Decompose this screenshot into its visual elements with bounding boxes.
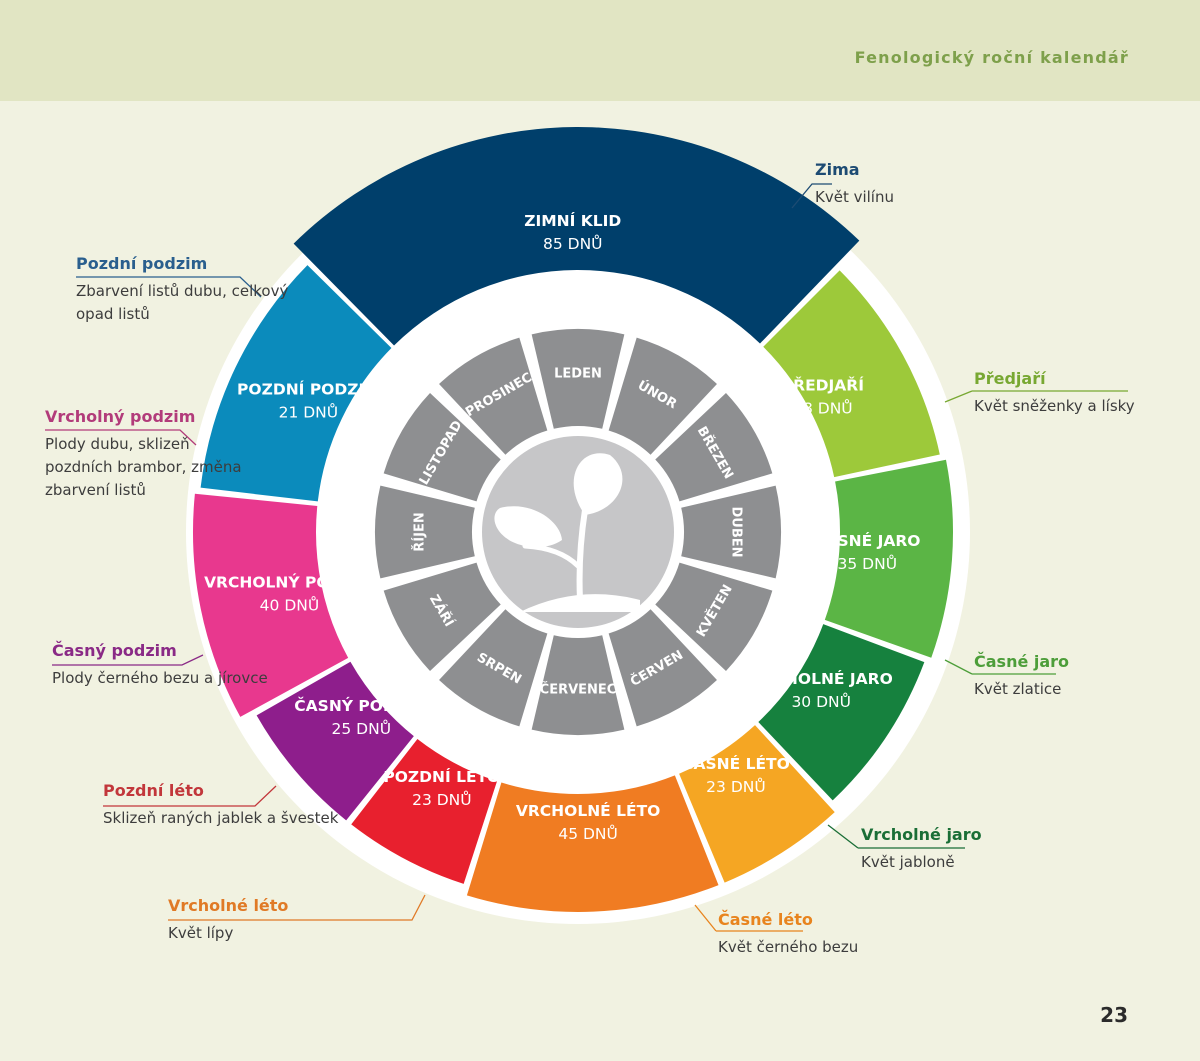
season-segment-predjari (763, 270, 940, 478)
callout-line-predjari (944, 390, 1128, 403)
month-segment (655, 393, 773, 502)
season-days-casne-jaro: 35 DNŮ (838, 554, 898, 573)
season-ring (193, 126, 953, 912)
callout-description: Zbarvení listů dubu, celkový opad listů (76, 282, 289, 323)
callout-description: Plody dubu, sklizeň pozdních brambor, zm… (45, 435, 242, 499)
season-name-vrcholne-jaro: VRCHOLNÉ JARO (750, 669, 893, 688)
callout-description: Květ lípy (168, 924, 234, 942)
callout-line-casne-jaro (944, 659, 1056, 675)
month-label: DUBEN (729, 506, 744, 557)
callout-title: Časné jaro (974, 652, 1070, 671)
season-name-casny-podzim: ČASNÝ PODZIM (294, 696, 428, 715)
callout-line-pozdni-leto (103, 785, 277, 807)
season-name-zima: ZIMNÍ KLID (524, 211, 621, 230)
callout-title: Vrcholné léto (168, 896, 289, 915)
season-name-pozdni-podzim: POZDNÍ PODZIM (237, 379, 380, 398)
callout-line-casne-leto (694, 904, 803, 932)
callout-description: Květ jabloně (861, 853, 955, 871)
season-segment-casny-podzim (256, 661, 414, 821)
hub-disc (482, 436, 674, 628)
season-days-casne-leto: 23 DNŮ (706, 777, 766, 796)
season-segment-casne-jaro (824, 459, 953, 658)
month-segment (439, 609, 548, 727)
callout-description: Květ sněženky a lísky (974, 397, 1135, 415)
month-segment (375, 485, 475, 579)
season-days-pozdni-leto: 23 DNŮ (412, 790, 472, 809)
callout-line-casny-podzim (52, 654, 204, 666)
season-name-casne-jaro: ČASNÉ JARO (814, 531, 920, 550)
season-labels: ZIMNÍ KLID 85 DNŮ PŘEDJAŘÍ 38 DNŮ ČASNÉ JARO… (204, 211, 920, 843)
season-days-vrcholne-leto: 45 DNŮ (558, 824, 618, 843)
season-name-predjari: PŘEDJAŘÍ (782, 375, 864, 394)
callout-title: Pozdní léto (103, 781, 204, 800)
season-days-pozdni-podzim: 21 DNŮ (279, 402, 339, 421)
callout-description: Plody černého bezu a jírovce (52, 669, 268, 687)
callout-description: Květ černého bezu (718, 938, 859, 956)
season-days-vrcholny-podzim: 40 DNŮ (260, 595, 320, 614)
month-segment (531, 635, 625, 735)
season-days-zima: 85 DNŮ (543, 234, 603, 253)
season-days-predjari: 38 DNŮ (793, 398, 853, 417)
callout-title: Časné léto (718, 910, 813, 929)
callout-title: Pozdní podzim (76, 254, 208, 273)
season-segment-pozdni-podzim (200, 265, 392, 502)
callout-line-vrcholny-podzim (45, 429, 197, 446)
month-segment (383, 562, 501, 671)
callout-line-pozdni-podzim (76, 276, 262, 298)
month-segment (608, 609, 717, 727)
season-days-casny-podzim: 25 DNŮ (332, 719, 392, 738)
month-label: ŘÍJEN (412, 512, 428, 551)
month-segment (383, 393, 501, 502)
callout-title: Vrcholný podzim (45, 407, 196, 426)
season-segment-zima (293, 126, 860, 346)
callout-title: Vrcholné jaro (861, 825, 982, 844)
season-name-pozdni-leto: POZDNÍ LÉTO (383, 767, 500, 786)
season-segment-vrcholny-podzim (193, 493, 349, 717)
header-band (0, 0, 1200, 101)
month-segment (681, 485, 782, 579)
callout-line-zima (791, 183, 832, 209)
callout-description: Květ vilínu (815, 188, 894, 206)
callout-description: Květ zlatice (974, 680, 1062, 698)
month-segment (439, 337, 548, 455)
season-name-vrcholny-podzim: VRCHOLNÝ PODZIM (204, 572, 375, 591)
sprout-leaves-icon (494, 453, 640, 612)
month-label: ČERVENEC (540, 682, 617, 698)
month-segment (655, 562, 773, 671)
season-segment-casne-leto (679, 725, 835, 883)
season-segment-vrcholne-jaro (758, 624, 925, 801)
callout-title: Předjaří (974, 369, 1046, 388)
callout-description: Sklizeň raných jablek a švestek (103, 809, 339, 827)
season-name-casne-leto: ČASNÉ LÉTO (682, 754, 790, 773)
page-header-title: Fenologický roční kalendář (854, 48, 1129, 67)
month-segment (608, 337, 717, 455)
month-segment (531, 329, 625, 429)
callout-line-vrcholne-jaro (827, 824, 965, 849)
callout-title: Zima (815, 160, 860, 179)
season-segment-pozdni-leto (351, 739, 498, 884)
callout-title: Časný podzim (52, 641, 177, 660)
season-segment-vrcholne-leto (466, 775, 719, 912)
callout-line-vrcholne-leto (168, 894, 426, 921)
season-days-vrcholne-jaro: 30 DNŮ (791, 692, 851, 711)
season-name-vrcholne-leto: VRCHOLNÉ LÉTO (516, 801, 661, 820)
page-number: 23 (1100, 1003, 1128, 1027)
month-label: LEDEN (554, 367, 602, 382)
